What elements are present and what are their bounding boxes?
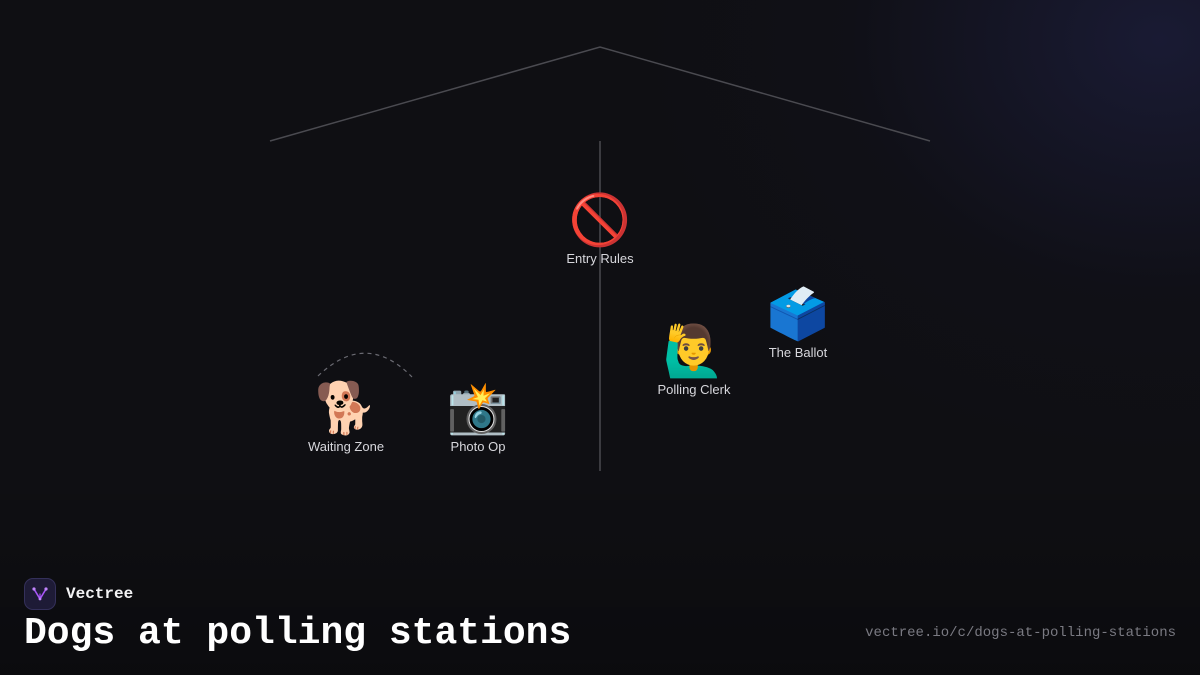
page-title: Dogs at polling stations [24,612,572,655]
node-waiting-zone[interactable]: 🐕 Waiting Zone [276,380,416,455]
node-photo-op[interactable]: 📸 Photo Op [408,380,548,455]
dog-icon: 🐕 [314,379,378,437]
dashed-arc-connector [317,352,413,378]
vectree-logo-icon [24,578,56,610]
prohibited-icon: 🚫 [568,191,632,249]
node-label: Photo Op [450,439,506,454]
node-label: Waiting Zone [307,439,385,454]
brand: Vectree [24,577,133,611]
node-label: Polling Clerk [657,382,731,397]
camera-flash-icon: 📸 [446,379,510,437]
node-the-ballot[interactable]: 🗳️ The Ballot [728,286,868,361]
person-raising-hand-icon: 🙋‍♂️ [662,322,726,380]
node-polling-clerk[interactable]: 🙋‍♂️ Polling Clerk [624,323,764,398]
brand-name: Vectree [66,585,134,603]
node-label: The Ballot [768,345,828,360]
ballot-box-icon: 🗳️ [766,285,830,343]
roof-connector [269,46,931,142]
node-label: Entry Rules [566,251,634,266]
node-entry-rules[interactable]: 🚫 Entry Rules [530,192,670,267]
page-url[interactable]: vectree.io/c/dogs-at-polling-stations [865,625,1176,641]
